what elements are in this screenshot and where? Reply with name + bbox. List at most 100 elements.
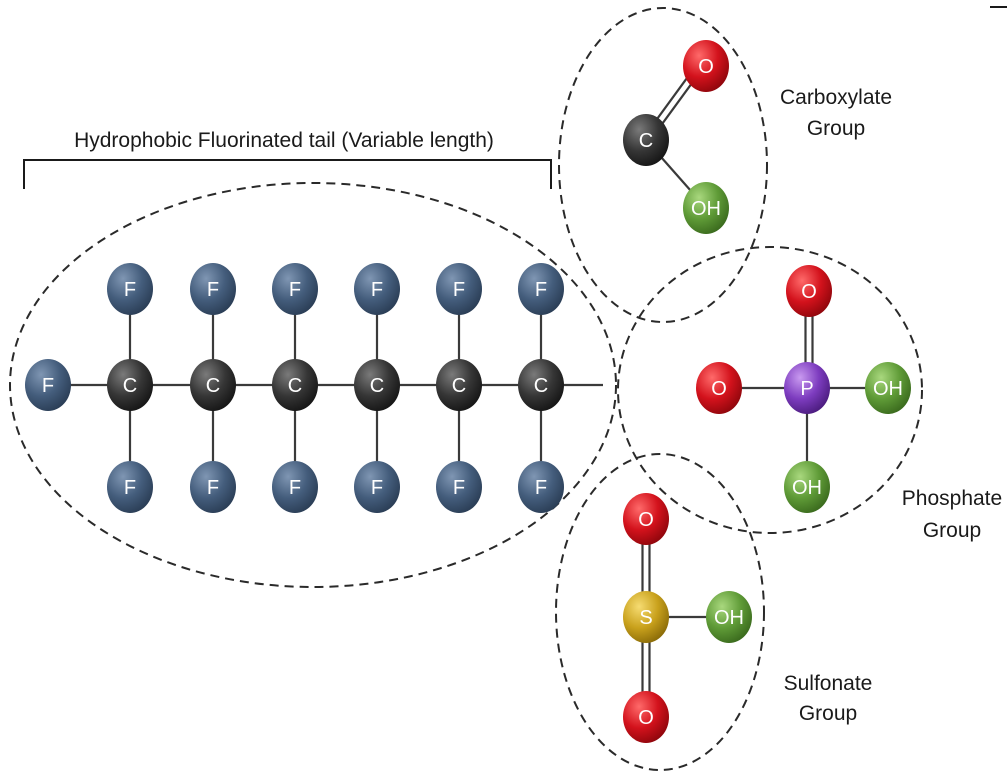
carboxylate-oxygen-atom: O bbox=[683, 40, 729, 92]
carbon-sphere bbox=[354, 359, 400, 411]
fluorine-symbol: F bbox=[289, 279, 301, 301]
carboxylate-group-outline bbox=[558, 7, 768, 323]
fluorine-symbol: F bbox=[535, 279, 547, 301]
phosphate-hydroxyl-group: OH bbox=[784, 461, 830, 513]
sulfur-sphere bbox=[623, 591, 669, 643]
phosphate-oxygen-atom: O bbox=[696, 362, 742, 414]
fluorine-atom: F bbox=[272, 461, 318, 513]
fluorine-symbol: F bbox=[453, 279, 465, 301]
oxygen-sphere bbox=[623, 691, 669, 743]
sulfonate-label-line2: Group bbox=[799, 702, 857, 725]
sulfonate-hydroxyl-group: OH bbox=[706, 591, 752, 643]
fluorine-symbol: F bbox=[289, 477, 301, 499]
carbon-sphere bbox=[436, 359, 482, 411]
carboxylate-hydroxyl-group: OH bbox=[683, 182, 729, 234]
hydroxyl-sphere bbox=[683, 182, 729, 234]
oxygen-symbol: O bbox=[638, 707, 654, 729]
fluorine-atom: F bbox=[436, 263, 482, 315]
carbon-symbol: C bbox=[534, 375, 548, 397]
carbon-symbol: C bbox=[639, 130, 653, 152]
fluorine-sphere bbox=[354, 461, 400, 513]
oxygen-symbol: O bbox=[638, 509, 654, 531]
fluorine-sphere bbox=[107, 461, 153, 513]
fluorine-symbol: F bbox=[42, 375, 54, 397]
carbon-atom: C bbox=[107, 359, 153, 411]
hydroxyl-symbol: OH bbox=[792, 477, 822, 499]
fluorine-sphere bbox=[436, 461, 482, 513]
oxygen-symbol: O bbox=[801, 281, 817, 303]
hydroxyl-symbol: OH bbox=[714, 607, 744, 629]
sulfonate-oxygen-atom: O bbox=[623, 493, 669, 545]
oxygen-sphere bbox=[623, 493, 669, 545]
hydroxyl-sphere bbox=[706, 591, 752, 643]
phosphorus-atom: P bbox=[784, 362, 830, 414]
carbon-sphere bbox=[272, 359, 318, 411]
tail-group-outline bbox=[9, 182, 617, 588]
fluorine-atom: F bbox=[518, 263, 564, 315]
fluorine-symbol: F bbox=[371, 477, 383, 499]
phosphate-label-line2: Group bbox=[923, 519, 981, 542]
fluorine-symbol: F bbox=[535, 477, 547, 499]
carbon-atom: C bbox=[436, 359, 482, 411]
sulfonate-oxygen-atom: O bbox=[623, 691, 669, 743]
fluorine-atom: F bbox=[190, 461, 236, 513]
fluorine-symbol: F bbox=[124, 477, 136, 499]
fluorine-atom: F bbox=[107, 461, 153, 513]
fluorine-sphere bbox=[107, 263, 153, 315]
carbon-atom: C bbox=[190, 359, 236, 411]
fluorine-atom: F bbox=[190, 263, 236, 315]
sulfonate-label-line1: Sulfonate bbox=[784, 672, 873, 695]
carbon-sphere bbox=[190, 359, 236, 411]
fluorine-symbol: F bbox=[453, 477, 465, 499]
sulfur-atom: S bbox=[623, 591, 669, 643]
fluorine-sphere bbox=[190, 461, 236, 513]
phosphorus-symbol: P bbox=[800, 378, 813, 400]
hydroxyl-sphere bbox=[865, 362, 911, 414]
fluorine-sphere bbox=[518, 263, 564, 315]
sulfur-symbol: S bbox=[639, 607, 652, 629]
fluorine-sphere bbox=[25, 359, 71, 411]
oxygen-symbol: O bbox=[711, 378, 727, 400]
fluorine-sphere bbox=[518, 461, 564, 513]
fluorine-sphere bbox=[190, 263, 236, 315]
carbon-sphere bbox=[107, 359, 153, 411]
carbon-symbol: C bbox=[452, 375, 466, 397]
fluorine-atom: F bbox=[354, 461, 400, 513]
oxygen-symbol: O bbox=[698, 56, 714, 78]
fluorine-symbol: F bbox=[124, 279, 136, 301]
carboxylate-carbon-atom: C bbox=[623, 114, 669, 166]
atoms: F C F F C F F C F F C F F C F F C F F O C OH O O P OH OH O S OH O bbox=[25, 40, 911, 743]
fluorine-atom: F bbox=[25, 359, 71, 411]
oxygen-sphere bbox=[786, 265, 832, 317]
fluorine-symbol: F bbox=[207, 279, 219, 301]
hydroxyl-sphere bbox=[784, 461, 830, 513]
fluorine-sphere bbox=[272, 461, 318, 513]
fluorine-atom: F bbox=[436, 461, 482, 513]
fluorine-atom: F bbox=[518, 461, 564, 513]
phosphorus-sphere bbox=[784, 362, 830, 414]
phosphate-oxygen-atom: O bbox=[786, 265, 832, 317]
carbon-sphere bbox=[518, 359, 564, 411]
phosphate-group-outline bbox=[617, 246, 923, 534]
carbon-symbol: C bbox=[123, 375, 137, 397]
oxygen-sphere bbox=[696, 362, 742, 414]
carboxylate-label-line1: Carboxylate bbox=[780, 86, 892, 109]
fluorine-sphere bbox=[436, 263, 482, 315]
phosphate-label-line1: Phosphate bbox=[902, 487, 1002, 510]
tail-bracket bbox=[23, 159, 552, 189]
hydroxyl-symbol: OH bbox=[873, 378, 903, 400]
carbon-symbol: C bbox=[370, 375, 384, 397]
carbon-atom: C bbox=[272, 359, 318, 411]
phosphate-hydroxyl-group: OH bbox=[865, 362, 911, 414]
tail-label: Hydrophobic Fluorinated tail (Variable l… bbox=[74, 129, 494, 152]
fluorine-symbol: F bbox=[207, 477, 219, 499]
fluorine-atom: F bbox=[272, 263, 318, 315]
fluorine-sphere bbox=[272, 263, 318, 315]
fluorine-atom: F bbox=[354, 263, 400, 315]
sulfonate-group-outline bbox=[555, 453, 765, 771]
oxygen-sphere bbox=[683, 40, 729, 92]
carbon-atom: C bbox=[518, 359, 564, 411]
fluorine-symbol: F bbox=[371, 279, 383, 301]
carbon-sphere bbox=[623, 114, 669, 166]
